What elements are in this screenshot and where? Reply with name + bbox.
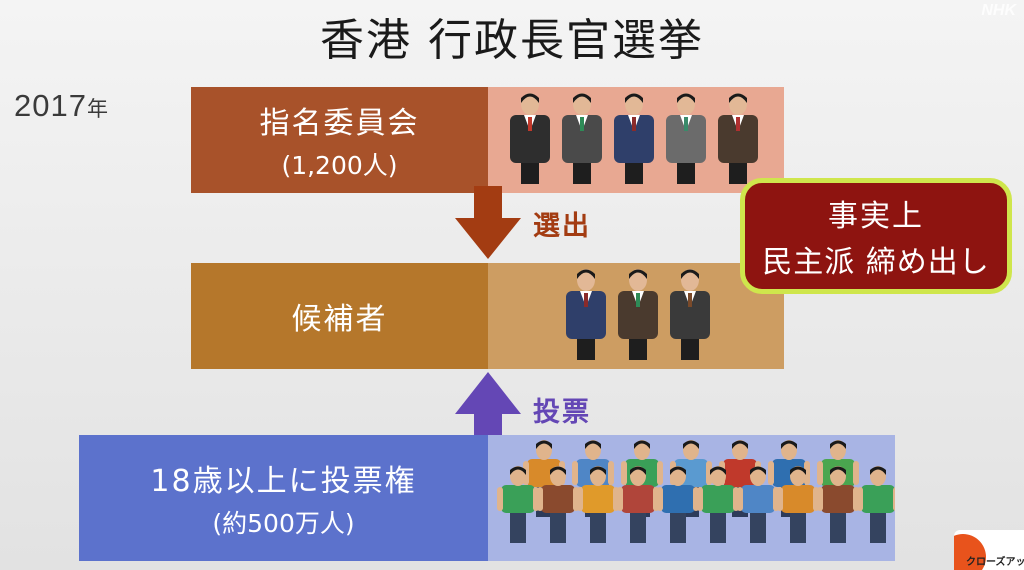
program-bug-text: クローズアップ [966, 557, 1024, 568]
person-icon [718, 93, 758, 184]
committee-people-illustration [488, 87, 784, 193]
person-icon [697, 466, 739, 543]
nominating-committee-box: 指名委員会 (1,200人) [191, 87, 784, 193]
vote-arrow-icon [455, 372, 521, 448]
person-icon [857, 466, 895, 543]
callout-line-2: 民主派 締め出し [762, 245, 990, 280]
person-icon [817, 466, 859, 543]
candidates-people-illustration [488, 263, 784, 369]
candidates-label: 候補者 [191, 263, 488, 369]
diagram-title: 香港 行政長官選挙 [320, 15, 704, 66]
voters-label: 18歳以上に投票権 (約500万人) [79, 435, 488, 561]
vote-arrow-label: 投票 [533, 397, 591, 428]
person-icon [614, 93, 654, 184]
select-arrow-label: 選出 [533, 211, 591, 242]
person-icon [737, 466, 779, 543]
voters-count: (約500万人) [212, 509, 355, 538]
nominating-committee-label: 指名委員会 (1,200人) [191, 87, 488, 193]
voters-people-illustration [488, 435, 895, 561]
person-icon [617, 466, 659, 543]
person-icon [618, 269, 658, 360]
person-icon [510, 93, 550, 184]
nominating-committee-count: (1,200人) [281, 151, 398, 180]
person-icon [577, 466, 619, 543]
person-icon [666, 93, 706, 184]
person-icon [670, 269, 710, 360]
year-suffix: 年 [86, 98, 109, 121]
program-bug: クローズアップ [954, 530, 1024, 570]
select-arrow-icon [455, 186, 521, 259]
candidates-title: 候補者 [291, 302, 388, 337]
exclusion-callout: 事実上 民主派 締め出し [740, 178, 1012, 294]
broadcaster-logo: NHK [981, 2, 1016, 19]
person-icon [566, 269, 606, 360]
person-icon [562, 93, 602, 184]
voters-box: 18歳以上に投票権 (約500万人) [79, 435, 895, 561]
person-icon [497, 466, 539, 543]
person-icon [777, 466, 819, 543]
candidates-box: 候補者 [191, 263, 784, 369]
year-number: 2017 [14, 88, 87, 123]
nominating-committee-title: 指名委員会 [259, 106, 420, 141]
year-label: 2017年 [14, 88, 109, 124]
voters-title: 18歳以上に投票権 [150, 464, 417, 499]
callout-line-1: 事実上 [828, 199, 924, 234]
